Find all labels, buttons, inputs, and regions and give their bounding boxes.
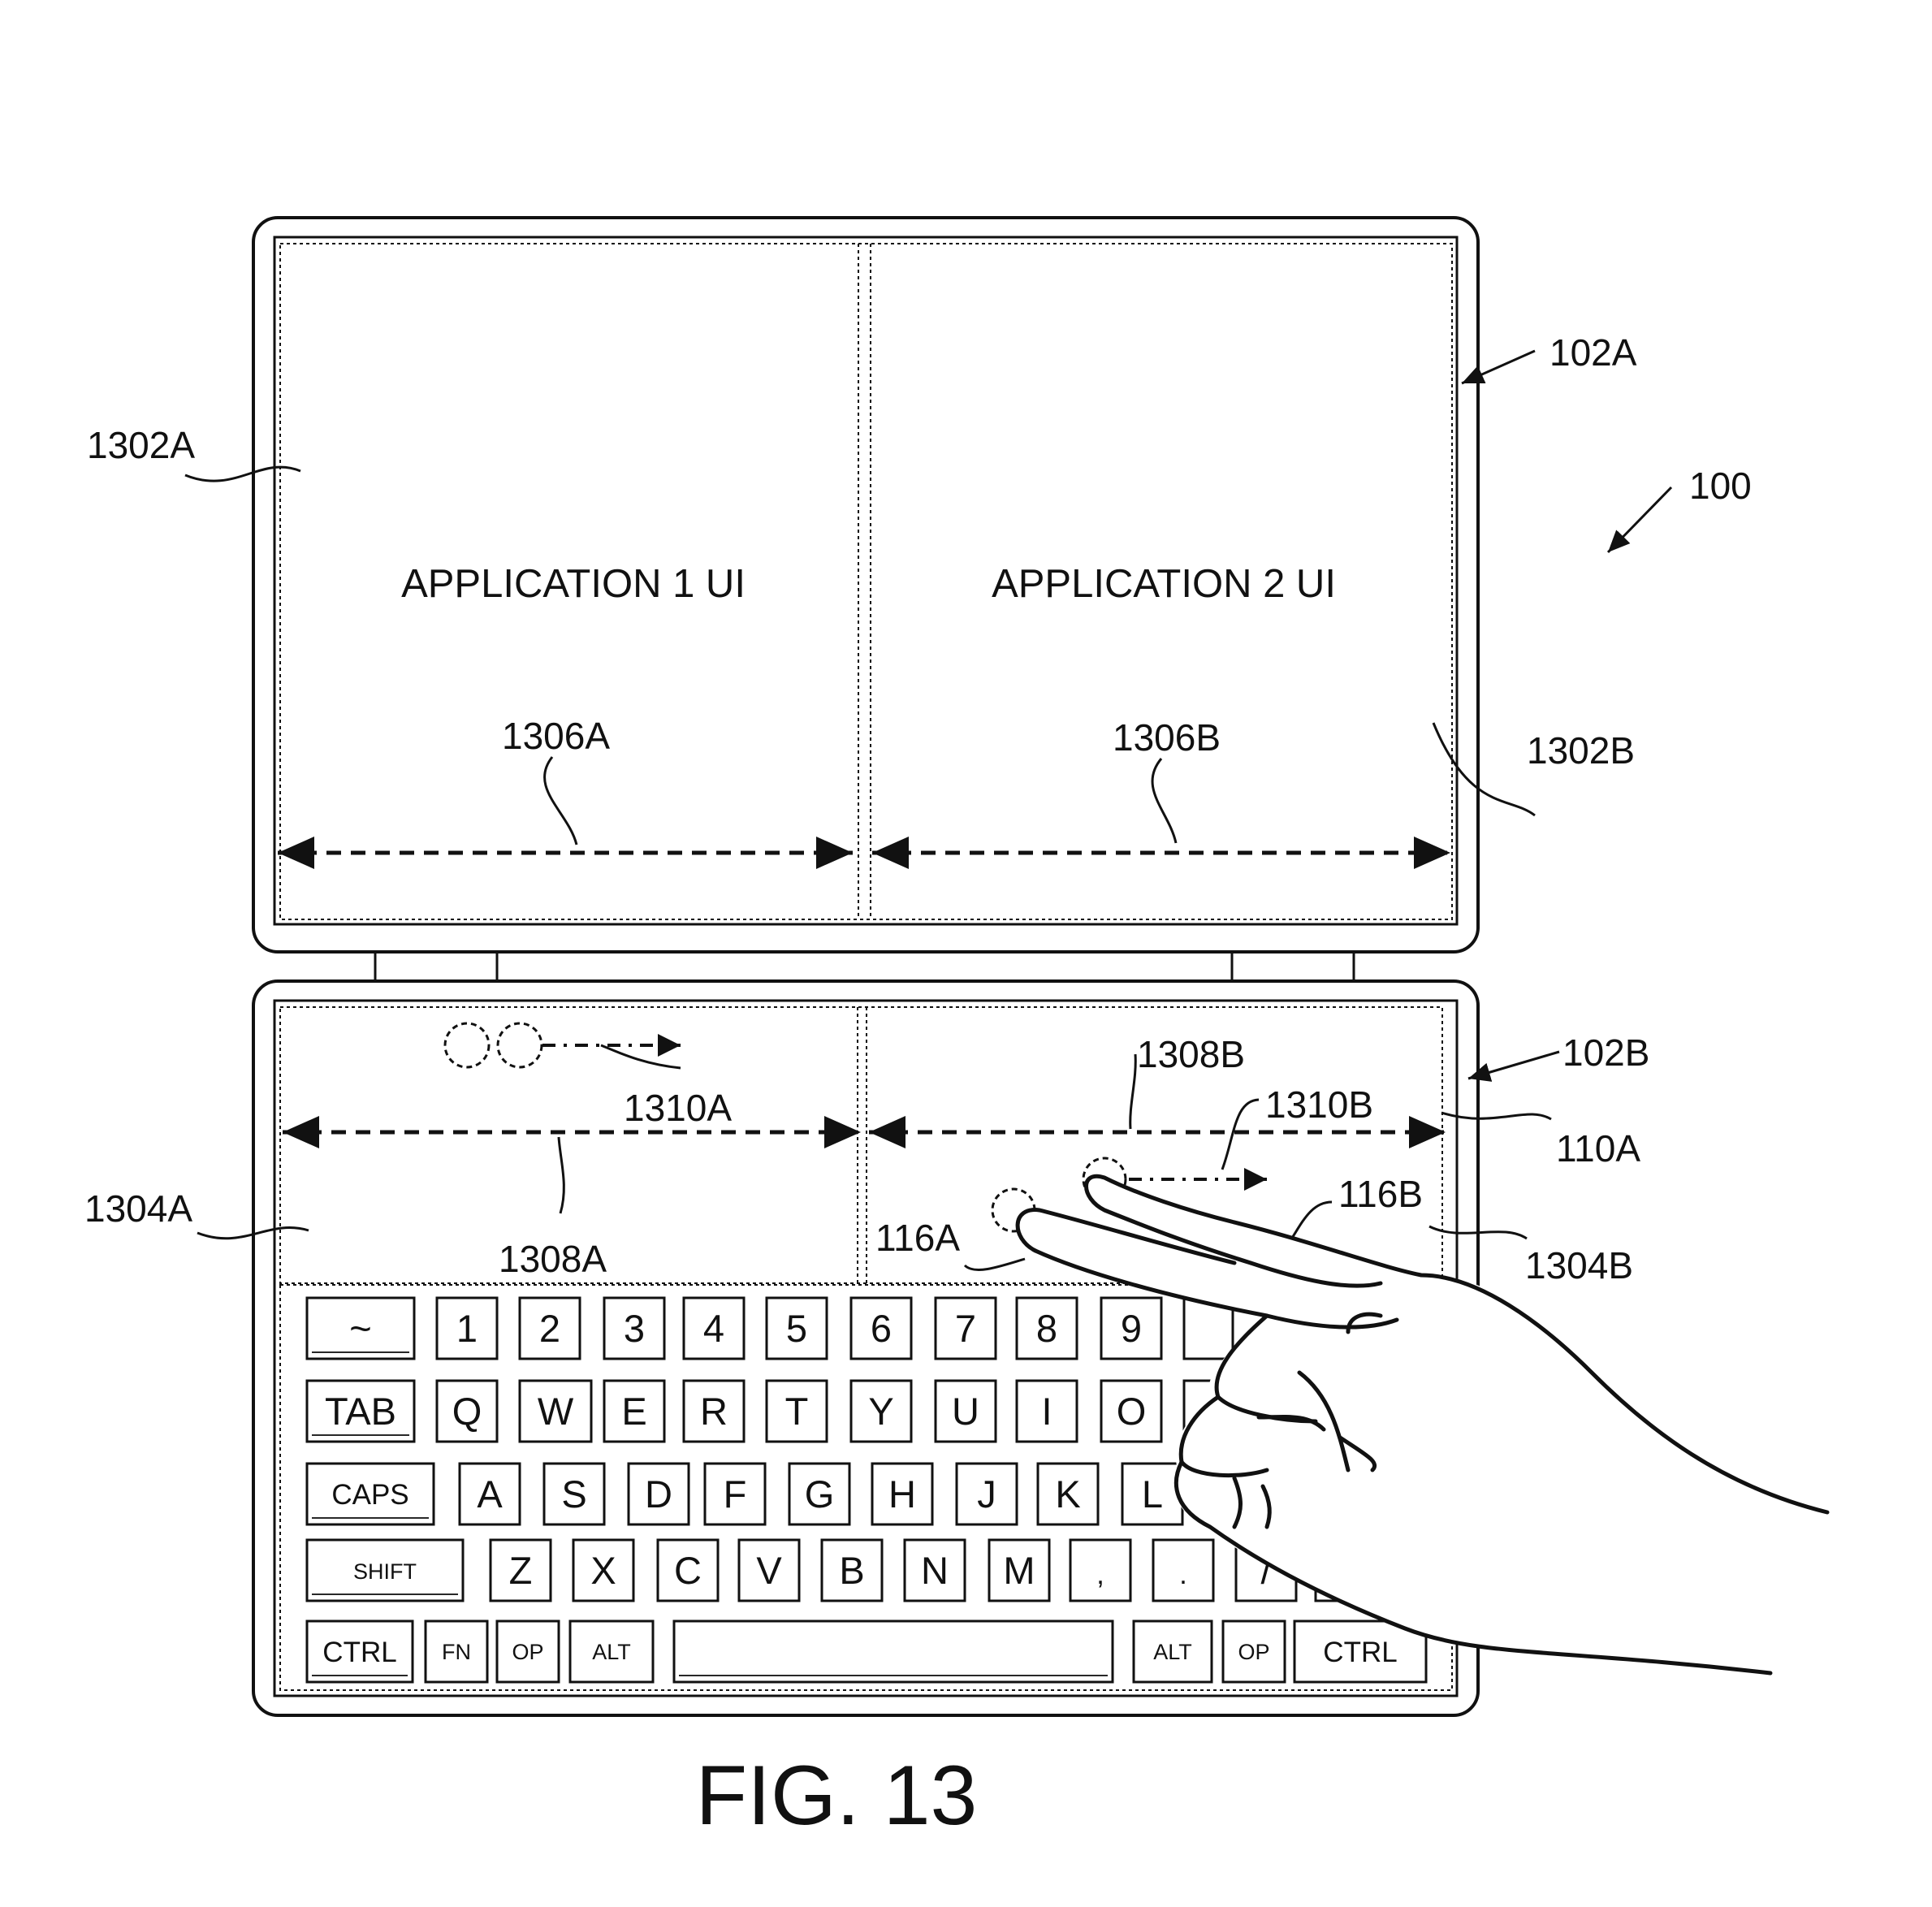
- key-label: I: [1041, 1390, 1052, 1433]
- key-label: O: [1117, 1390, 1147, 1433]
- key-label: F: [724, 1472, 747, 1516]
- label-1304a: 1304A: [84, 1187, 192, 1230]
- key-label: OP: [512, 1640, 543, 1664]
- key-label: U: [952, 1390, 979, 1433]
- key-label: L: [1142, 1472, 1163, 1516]
- hinge-right: [1232, 952, 1354, 981]
- key-label: 4: [703, 1307, 724, 1350]
- hinge-left: [375, 952, 497, 981]
- key-label: ,: [1096, 1559, 1104, 1590]
- app1-title: APPLICATION 1 UI: [401, 562, 746, 606]
- key-label: 9: [1121, 1307, 1142, 1350]
- key-label: J: [977, 1472, 996, 1516]
- label-1310b: 1310B: [1265, 1083, 1373, 1126]
- key-row-1: [307, 1298, 1233, 1359]
- key-label: C: [674, 1549, 702, 1592]
- key-label: 1: [456, 1307, 478, 1350]
- key-label: 3: [624, 1307, 645, 1350]
- key-label: T: [785, 1390, 809, 1433]
- label-102a: 102A: [1549, 331, 1637, 374]
- label-116b: 116B: [1338, 1173, 1423, 1215]
- key-label: TAB: [325, 1390, 396, 1433]
- key-label: CTRL: [1323, 1637, 1397, 1668]
- key-label: X: [590, 1549, 616, 1592]
- leader-lines: [185, 467, 1551, 1269]
- spacebar[interactable]: [674, 1621, 1113, 1682]
- key-label: .: [1179, 1559, 1187, 1590]
- key-label: H: [888, 1472, 916, 1516]
- key-label: Y: [868, 1390, 893, 1433]
- label-1306b: 1306B: [1113, 716, 1221, 759]
- key-label: S: [561, 1472, 586, 1516]
- label-102b: 102B: [1562, 1031, 1649, 1074]
- key-label: Z: [509, 1549, 533, 1592]
- key-label: Q: [452, 1390, 482, 1433]
- key-label: G: [805, 1472, 835, 1516]
- label-1302a: 1302A: [87, 424, 195, 466]
- key-label: W: [538, 1390, 574, 1433]
- label-1308b: 1308B: [1137, 1033, 1245, 1075]
- key-row-2: [307, 1381, 1233, 1442]
- figure-caption: FIG. 13: [696, 1749, 978, 1843]
- key-label: 8: [1036, 1307, 1057, 1350]
- key-label: V: [756, 1549, 782, 1592]
- key-label: ~: [349, 1307, 371, 1350]
- key-label: ALT: [1153, 1640, 1192, 1664]
- key-label: K: [1055, 1472, 1080, 1516]
- label-100: 100: [1689, 465, 1752, 507]
- key-label: R: [700, 1390, 728, 1433]
- key-label: M: [1003, 1549, 1035, 1592]
- key-label: CTRL: [322, 1637, 396, 1668]
- hand-illustration: [1018, 1176, 1932, 1907]
- label-1306a: 1306A: [502, 715, 610, 757]
- label-1304b: 1304B: [1525, 1244, 1633, 1286]
- label-116a: 116A: [875, 1217, 960, 1259]
- key-label: 6: [871, 1307, 892, 1350]
- label-1302b: 1302B: [1527, 729, 1635, 772]
- key-label: OP: [1238, 1640, 1269, 1664]
- key-label: 2: [539, 1307, 560, 1350]
- key-row-3: [307, 1464, 1246, 1524]
- key-label: B: [839, 1549, 864, 1592]
- key-label: FN: [442, 1640, 471, 1664]
- key-label: ALT: [592, 1640, 631, 1664]
- key-label: 7: [955, 1307, 976, 1350]
- label-1310a: 1310A: [624, 1087, 732, 1129]
- key-label: SHIFT: [353, 1559, 417, 1584]
- app2-title: APPLICATION 2 UI: [992, 562, 1336, 606]
- key-label: A: [477, 1472, 503, 1516]
- key-label: D: [645, 1472, 672, 1516]
- key-label: N: [921, 1549, 949, 1592]
- label-1308a: 1308A: [499, 1238, 607, 1280]
- key-label: E: [621, 1390, 646, 1433]
- key-label: 5: [786, 1307, 807, 1350]
- key-label: CAPS: [331, 1479, 408, 1511]
- label-110a: 110A: [1556, 1127, 1640, 1170]
